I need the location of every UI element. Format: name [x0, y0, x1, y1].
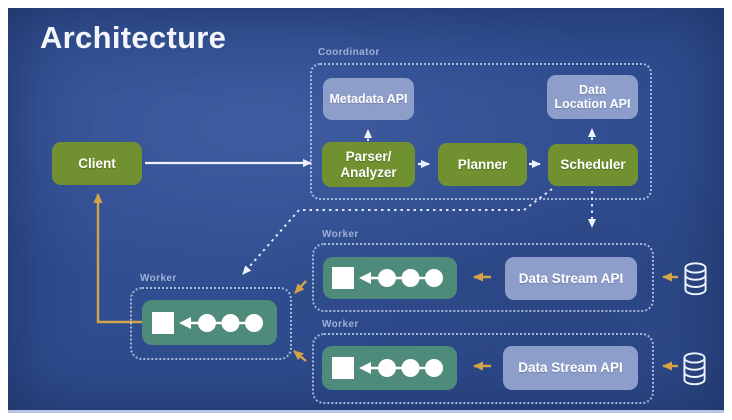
planner-label: Planner [457, 156, 508, 172]
database-ring [683, 371, 706, 378]
client-label: Client [78, 155, 116, 171]
parser-analyzer-label: Parser/ Analyzer [340, 148, 397, 180]
parser-analyzer-node: Parser/ Analyzer [322, 142, 415, 187]
pipeline-circle [424, 359, 443, 377]
pipeline-arrowhead-icon [178, 316, 191, 329]
worker-middle-group-label: Worker [322, 229, 359, 240]
data-location-api-label: Data Location API [554, 82, 631, 111]
pipeline-circle [244, 313, 263, 332]
data-stream-api-bottom-node: Data Stream API [503, 346, 638, 390]
data-location-api-node: Data Location API [547, 75, 638, 119]
database-ring [684, 281, 707, 288]
pipeline-icon [151, 311, 263, 334]
database-icon [683, 352, 706, 386]
worker-left-group-box [130, 287, 292, 360]
worker-left-pipeline-box [142, 300, 277, 345]
data-stream-api-middle-node: Data Stream API [505, 257, 637, 300]
page-title: Architecture [40, 20, 227, 55]
worker-bottom-group-label: Worker [322, 319, 359, 330]
worker-middle-group-box [312, 243, 654, 312]
database-top [683, 352, 706, 364]
database-top [684, 262, 707, 274]
pipeline-arrowhead-icon [358, 362, 371, 374]
pipeline-circle [401, 359, 419, 377]
worker-bottom-group-box [312, 333, 654, 404]
database-ring [683, 364, 706, 371]
data-stream-api-bottom-label: Data Stream API [518, 360, 623, 376]
scheduler-label: Scheduler [560, 157, 626, 173]
worker-middle-pipeline-box [323, 257, 457, 299]
pipeline-circle [425, 269, 443, 287]
pipeline-circle [401, 269, 420, 287]
worker-left-group-label: Worker [140, 273, 177, 284]
database-ring [684, 274, 707, 281]
pipeline-arrowhead-icon [359, 272, 371, 284]
pipeline-square [331, 357, 354, 379]
pipeline-square [332, 267, 354, 289]
pipeline-circle [378, 269, 396, 287]
database-body [684, 266, 707, 296]
pipeline-circle [221, 313, 239, 332]
pipeline-circle [197, 313, 216, 332]
coordinator-group-box [310, 63, 652, 200]
pipeline-icon [332, 267, 443, 289]
worker-bottom-pipeline-box [322, 346, 457, 390]
data-stream-api-middle-label: Data Stream API [518, 270, 624, 286]
metadata-api-label: Metadata API [329, 91, 408, 106]
planner-node: Planner [438, 143, 527, 186]
coordinator-group-label: Coordinator [318, 47, 380, 58]
pipeline-square [151, 311, 174, 334]
scheduler-node: Scheduler [548, 144, 638, 186]
pipeline-icon [331, 357, 443, 379]
database-body [683, 356, 706, 386]
client-node: Client [52, 142, 142, 185]
database-icon [684, 262, 707, 296]
metadata-api-node: Metadata API [323, 78, 414, 120]
pipeline-circle [377, 359, 396, 377]
